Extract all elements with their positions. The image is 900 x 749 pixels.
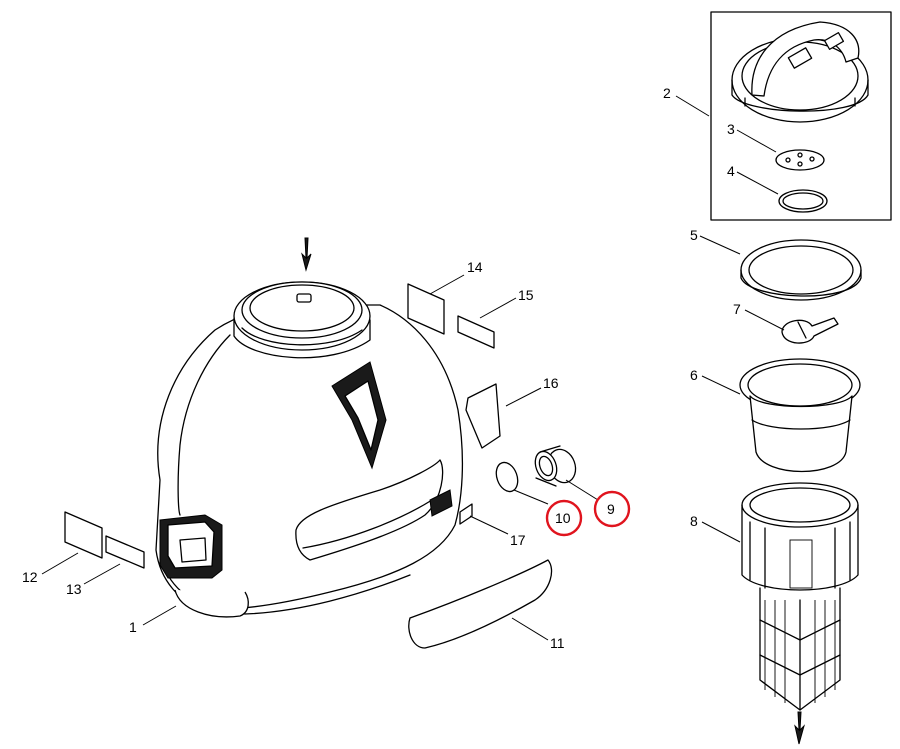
part-13-label [105,535,145,569]
callout-12: 12 [22,569,38,585]
callout-labels: 1 2 3 4 5 6 7 8 9 10 11 12 13 14 15 16 1… [22,85,741,651]
part-9-cap [534,445,577,487]
highlight-circles [545,490,631,537]
callout-17: 17 [510,532,526,548]
kit-box-2-3-4 [710,11,892,221]
part-3-disc [775,149,825,171]
part-5-ring [740,239,862,301]
part-16-label [465,383,501,449]
part-10-o-ring [495,461,519,493]
part-15-label [457,315,495,349]
callout-15: 15 [518,287,534,303]
part-11-label [408,559,553,649]
callout-3: 3 [727,121,735,137]
part-1-tank-body [155,281,464,618]
callout-11: 11 [550,635,565,651]
part-4-gasket [778,189,828,213]
highlight-circle-9 [593,490,631,528]
part-14-label [407,283,445,335]
down-arrow-icon [301,237,312,272]
part-7-knob [781,317,839,344]
callout-1: 1 [129,619,137,635]
callout-14: 14 [467,259,483,275]
callout-7: 7 [733,301,741,317]
callout-2: 2 [663,85,671,101]
part-8-filter-cage [741,482,859,711]
callout-8: 8 [690,513,698,529]
callout-4: 4 [727,163,735,179]
callout-6: 6 [690,367,698,383]
part-17-label [459,503,473,525]
part-12-label [64,511,103,559]
highlight-circle-10 [545,499,583,537]
callout-16: 16 [543,375,559,391]
leader-lines [41,95,785,641]
callout-13: 13 [66,581,82,597]
callout-10: 10 [555,510,571,526]
callout-5: 5 [690,227,698,243]
down-arrow-icon [794,711,805,745]
callout-9: 9 [607,501,615,517]
part-2-lid [731,21,869,123]
part-6-basket [739,358,861,473]
